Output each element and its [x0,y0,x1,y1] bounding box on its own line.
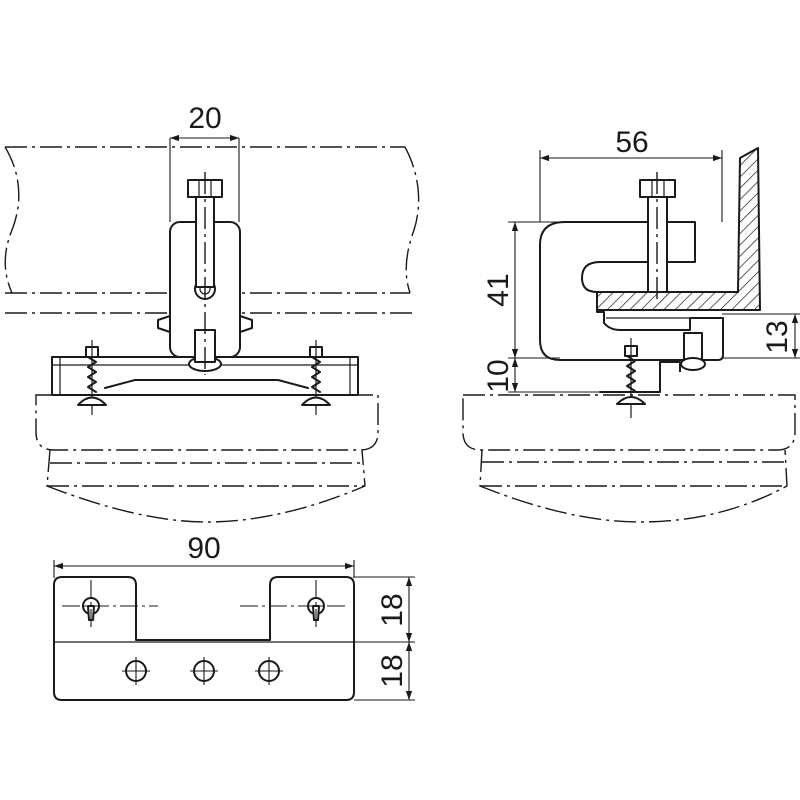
plate-view: 90 18 18 [53,532,415,701]
plate-hole-1 [122,657,150,685]
dimension-plate-width: 90 [53,532,355,578]
side-view: 56 41 10 13 [462,126,800,523]
dim-label-18-lower: 18 [376,654,409,687]
dim-label-13: 13 [761,320,794,353]
front-bolt [187,172,223,375]
front-view: 20 [4,102,420,523]
plate-hole-2 [190,657,218,685]
front-screw-right [301,340,331,415]
dim-label-90: 90 [187,532,220,565]
plate-hole-3 [255,657,283,685]
plate-keyhole-left [62,580,158,630]
dimension-side-width: 56 [539,126,723,222]
dimension-front-width: 20 [169,102,240,222]
dim-label-56: 56 [615,126,648,159]
dim-label-41: 41 [482,273,515,306]
side-bolt [639,172,676,300]
dimension-side-height: 41 10 [482,221,600,393]
dim-label-20: 20 [188,102,221,135]
dim-label-10: 10 [482,359,515,392]
front-screw-left [77,340,107,415]
side-bracket-foot [599,332,706,393]
dimension-side-offset: 13 [722,313,800,359]
plate-keyhole-right [240,580,346,630]
side-c-clamp [539,221,724,361]
dim-label-18-upper: 18 [376,593,409,626]
dimension-plate-heights: 18 18 [354,576,415,701]
front-lamp-body [35,394,379,523]
side-screw [616,338,646,418]
side-lamp-body [462,394,796,523]
